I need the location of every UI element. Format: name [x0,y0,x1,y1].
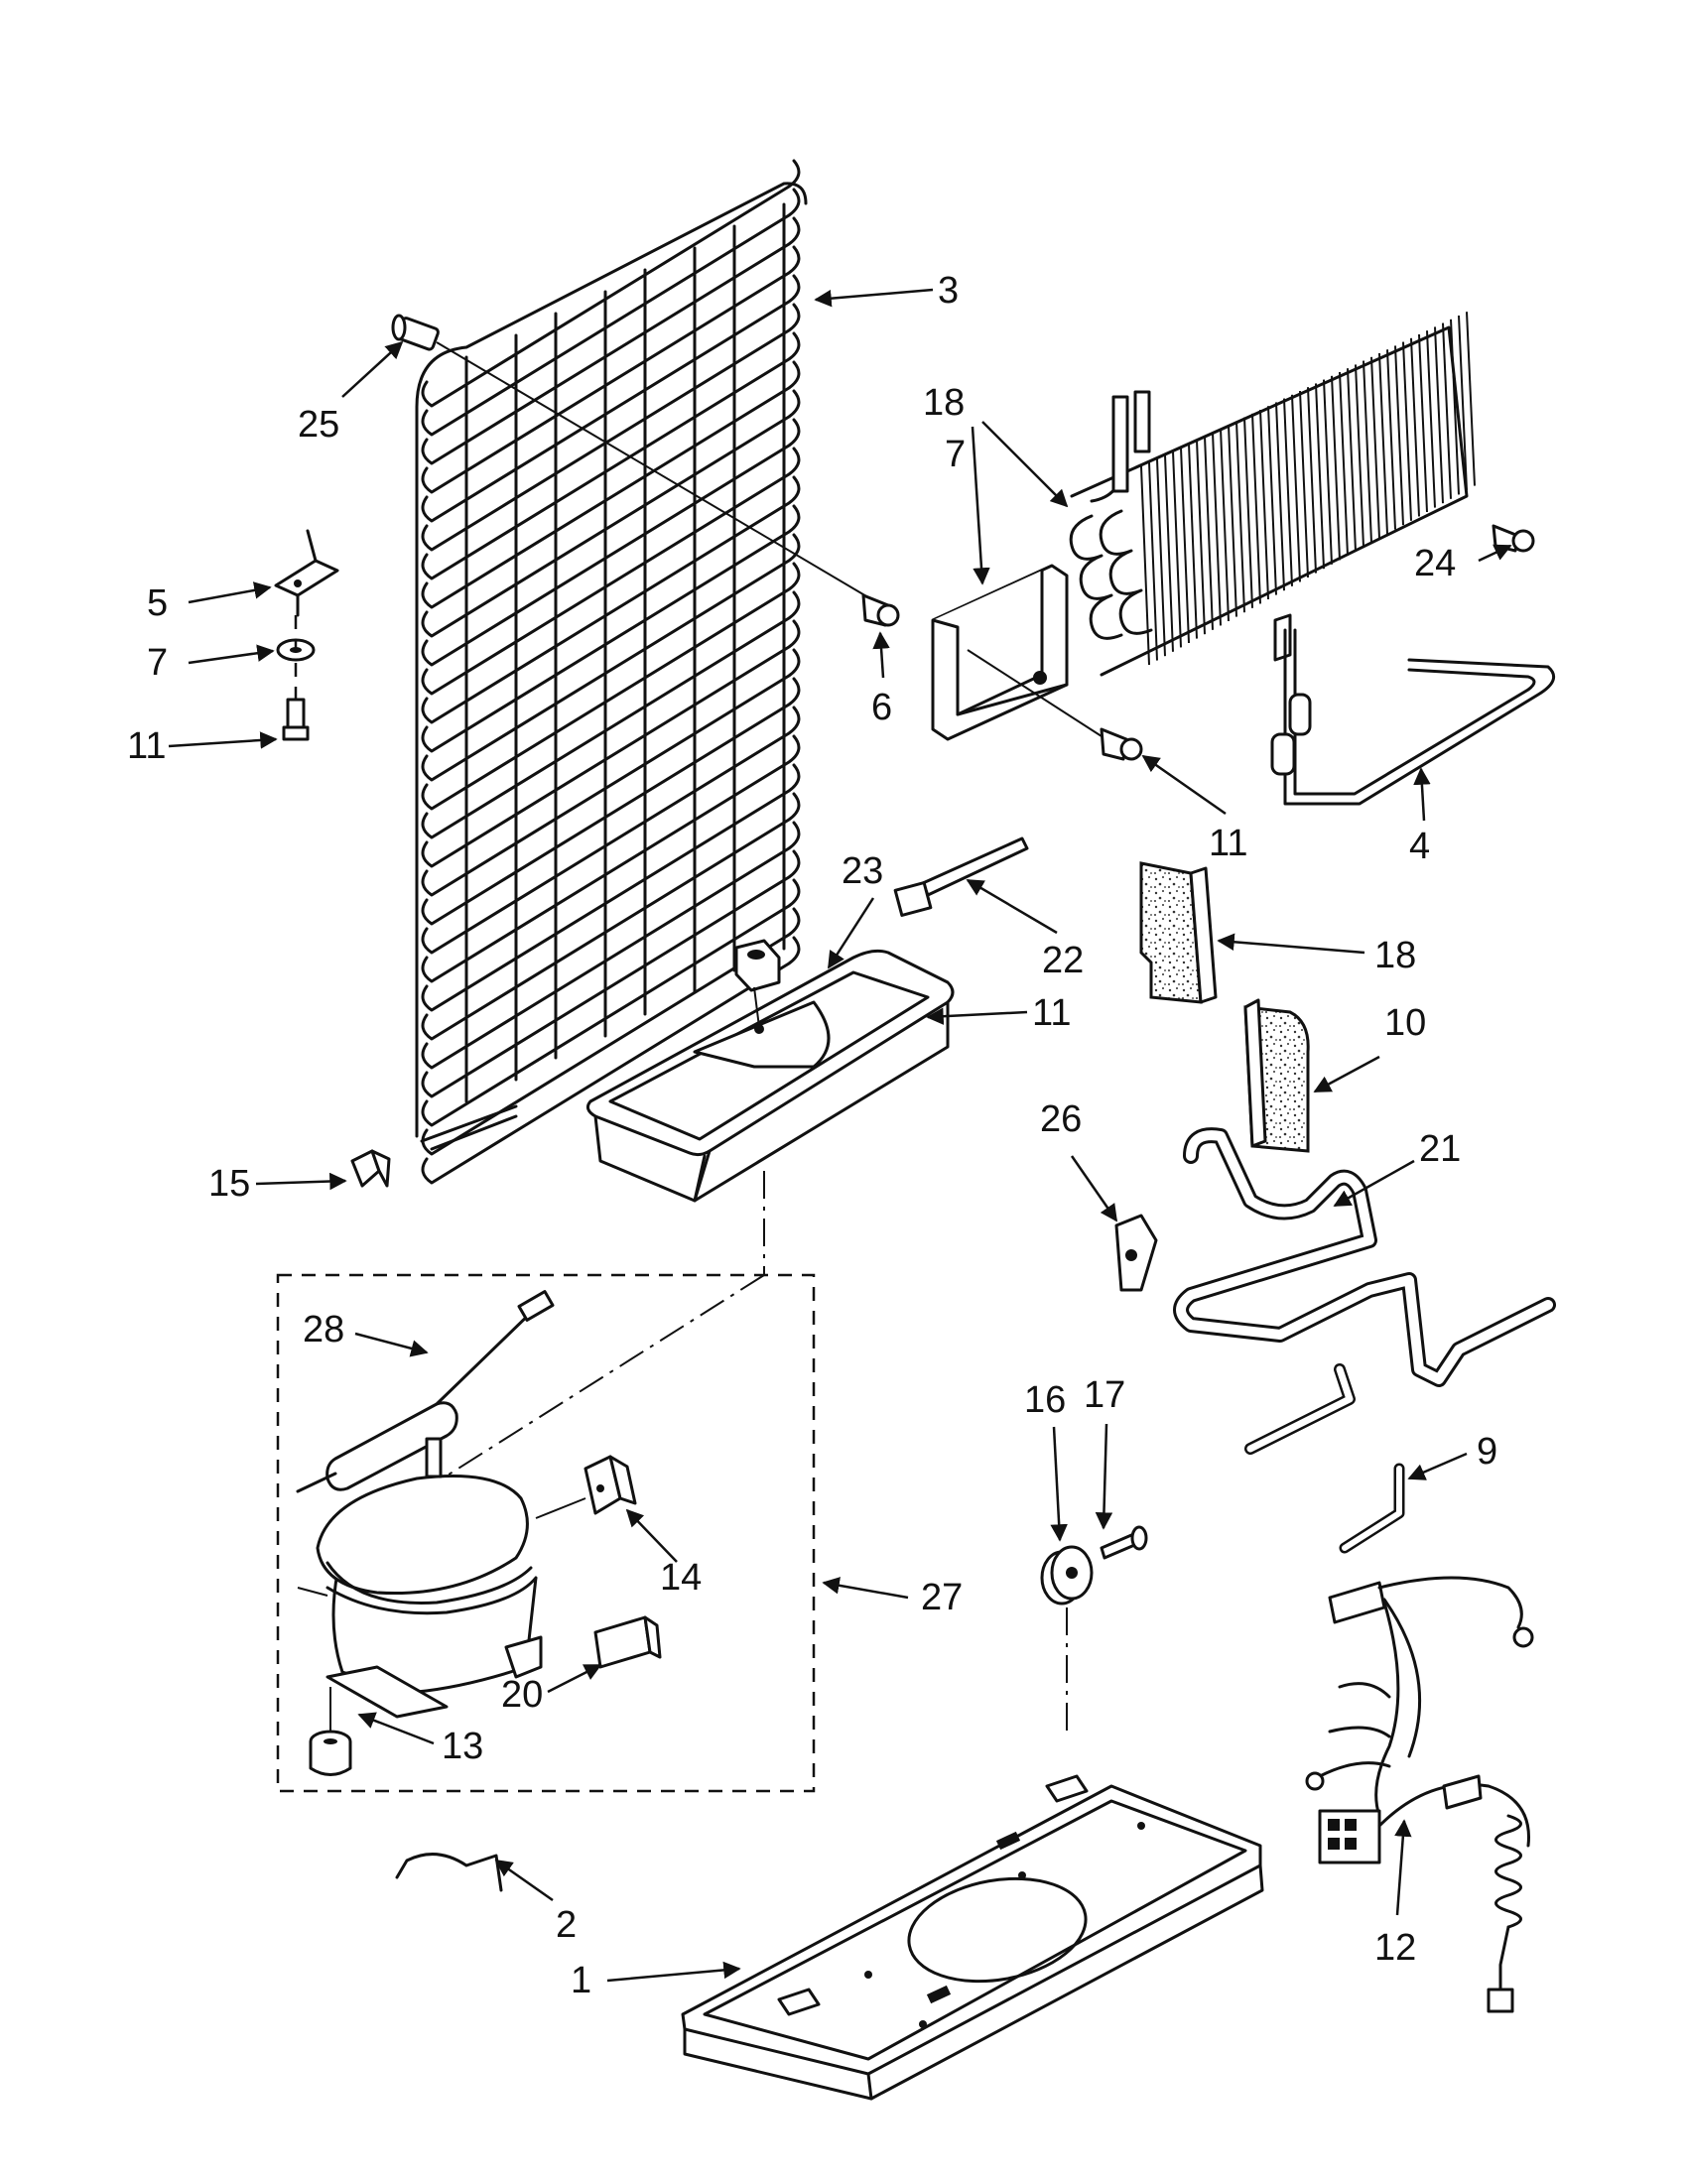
callout-3: 3 [938,270,959,312]
screw-part-11-left [282,698,310,741]
evaporator-part [1069,312,1476,677]
callout-16: 15 [208,1163,250,1205]
base-pan-part-1 [681,1774,1264,2101]
capacitor-part-21 [593,1615,662,1669]
callout-13: 12 [1374,1927,1416,1969]
callout-26: 25 [298,404,339,446]
wire-harness-part-13 [1305,1576,1534,2013]
wire-clip-part-2 [395,1853,503,1892]
leader-arrows [168,288,1512,1983]
callout-8: 7 [147,642,168,684]
washer-part-8 [276,615,316,700]
pin-part [391,314,874,601]
defrost-heater-part-4 [1270,613,1556,806]
clamp-part-27 [1114,1214,1158,1292]
compressor-kit-box-part-28 [276,1273,816,1793]
drain-trough-part-7 [931,564,1069,741]
screw-part-18 [1100,1525,1148,1560]
clip-part-16 [350,1149,391,1188]
callout-19: 18 [1374,935,1416,976]
drier-part-29 [296,1290,555,1493]
bracket-part-5 [274,529,339,617]
callout-4: 4 [1409,826,1430,867]
callout-21: 20 [501,1674,543,1716]
relay-part-15 [535,1455,637,1519]
nut-part-24 [734,939,781,992]
insulation-part-10 [1243,998,1310,1153]
callout-28: 27 [921,1577,963,1618]
compressor-body [297,1437,543,1719]
callout-24: 23 [842,850,883,892]
tube-part-9 [1339,1463,1405,1554]
callout-23: 22 [1042,940,1084,981]
callout-1: 1 [571,1960,591,2001]
callout-20: 18 [923,382,965,424]
screw-part-25 [1492,524,1535,553]
callout-11-right: 11 [1209,823,1247,864]
callout-10: 10 [1384,1002,1426,1044]
callout-17: 16 [1024,1379,1066,1421]
cable-tie-part-23 [893,836,1029,917]
callout-15: 14 [660,1557,702,1599]
screw-part-11-right [967,649,1143,761]
drain-pan-part-12 [585,949,955,1203]
callout-2: 2 [556,1904,577,1946]
callout-12: 11 [1032,992,1071,1034]
condenser-coil-part [415,159,808,1185]
callout-6: 6 [871,687,892,728]
callout-22: 21 [1419,1128,1461,1170]
callout-labels: 3 25 5 7 11 6 18 7 11 24 4 23 22 11 18 1… [127,270,1497,2001]
callout-7: 7 [945,434,966,475]
callout-18: 17 [1084,1374,1125,1416]
insulation-part-19 [1139,861,1218,1004]
callout-5: 5 [147,582,168,624]
callout-14: 13 [442,1726,483,1767]
callout-29: 28 [303,1309,344,1350]
screw-part-6 [861,593,900,627]
suction-tubing-part-22 [1173,1127,1556,1455]
callout-25: 24 [1414,543,1456,584]
callout-9: 9 [1477,1431,1497,1473]
callout-11-left: 11 [127,725,166,767]
callout-27: 26 [1040,1098,1082,1140]
grommet-part-14 [309,1687,352,1776]
wheel-part-17 [1040,1545,1094,1732]
